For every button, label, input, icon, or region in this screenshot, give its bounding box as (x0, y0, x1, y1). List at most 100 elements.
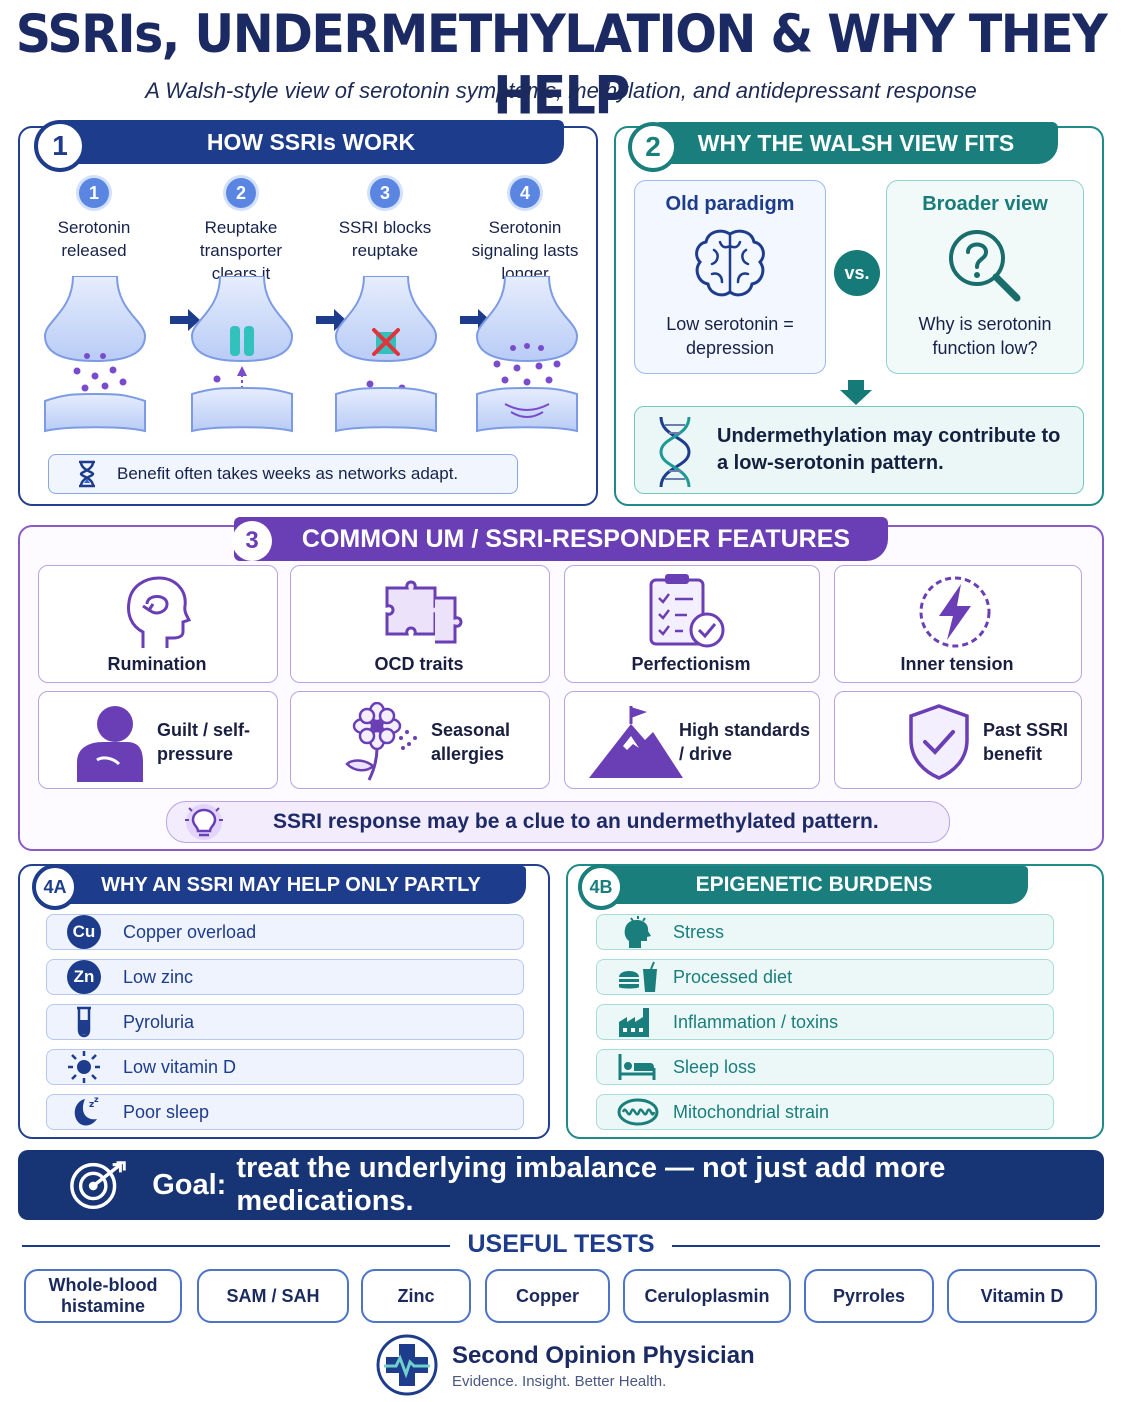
logo-cross-icon (376, 1334, 438, 1396)
list-item-poor-sleep: z z Poor sleep (46, 1094, 524, 1130)
synapse-4-icon (475, 276, 579, 433)
panel3-number: 3 (232, 521, 272, 561)
panel4b-number: 4B (578, 864, 624, 910)
brain-icon (695, 229, 765, 297)
flower-pollen-icon (345, 702, 417, 781)
test-pill-ceruloplasmin: Ceruloplasmin (623, 1269, 791, 1323)
copper-icon: Cu (67, 915, 101, 949)
panel3-note-text: SSRI response may be a clue to an underm… (273, 810, 879, 833)
list-item-label: Sleep loss (673, 1056, 757, 1077)
panel2-banner: WHY THE WALSH VIEW FITS (654, 122, 1058, 164)
synapse-3-icon (334, 276, 438, 433)
feature-label: Inner tension (900, 654, 1014, 674)
arrow-right-icon (316, 309, 346, 331)
panel-walsh-view: WHY THE WALSH VIEW FITS 2 Old paradigm L… (614, 122, 1104, 506)
test-pill-histamine: Whole-blood histamine (24, 1269, 182, 1323)
panel4a-number: 4A (32, 864, 78, 910)
lightbulb-icon (185, 804, 223, 840)
feature-label: OCD traits (374, 654, 464, 674)
conclusion-card: Undermethylation may contribute to a low… (634, 406, 1084, 494)
arrow-right-icon (170, 309, 200, 331)
panel2-number: 2 (628, 122, 678, 172)
old-paradigm-heading: Old paradigm (665, 193, 795, 215)
lightning-circle-icon (919, 576, 991, 648)
broader-view-card: Broader view Why is serotonin function l… (886, 180, 1084, 374)
brand-name: Second Opinion Physician (452, 1342, 755, 1369)
step-label-2: Reuptake transporter clears it (199, 218, 283, 283)
list-item-label: Poor sleep (123, 1101, 210, 1122)
goal-lead: Goal: (152, 1168, 227, 1201)
target-icon (70, 1161, 126, 1210)
list-item-copper: Cu Copper overload (46, 914, 524, 950)
step-number-2: 2 (226, 178, 256, 208)
feature-past-ssri-benefit: Past SSRI benefit (834, 691, 1082, 789)
burger-drink-icon (619, 961, 657, 992)
clipboard-check-icon (649, 574, 725, 648)
mitochondria-icon (617, 1098, 659, 1126)
list-item-label: Low zinc (123, 966, 194, 987)
step-label-4: Serotonin signaling lasts longer (471, 218, 579, 283)
dna-icon (659, 416, 691, 488)
list-item-mitochondrial: Mitochondrial strain (596, 1094, 1054, 1130)
feature-label: Guilt / self-pressure (157, 720, 251, 764)
divider-left (22, 1245, 450, 1247)
feature-label: Rumination (107, 654, 207, 674)
arrow-down-icon (840, 380, 872, 405)
panel3-title: COMMON UM / SSRI-RESPONDER FEATURES (301, 524, 851, 553)
mountain-flag-icon (589, 706, 683, 778)
feature-guilt: Guilt / self-pressure (38, 691, 278, 789)
feature-label: Seasonal allergies (431, 720, 511, 764)
step-label-1: Serotonin released (57, 218, 131, 260)
list-item-label: Inflammation / toxins (673, 1011, 839, 1032)
vs-badge: vs. (834, 250, 880, 296)
list-item-processed-diet: Processed diet (596, 959, 1054, 995)
hourglass-icon (79, 460, 95, 488)
panel-how-ssris-work: HOW SSRIs WORK 1 1 Serotonin released 2 … (18, 120, 598, 506)
conclusion-text: Undermethylation may contribute to a low… (717, 425, 1061, 474)
moon-sleep-icon: z z (74, 1095, 99, 1126)
test-tube-icon (77, 1006, 91, 1038)
svg-text:z: z (94, 1095, 99, 1104)
panel1-note: Benefit often takes weeks as networks ad… (48, 454, 518, 494)
panel3-banner: COMMON UM / SSRI-RESPONDER FEATURES (234, 517, 888, 561)
svg-text:z: z (89, 1100, 94, 1110)
feature-high-standards: High standards / drive (564, 691, 820, 789)
feature-label: Past SSRI benefit (983, 720, 1069, 764)
panel2-title: WHY THE WALSH VIEW FITS (697, 129, 1015, 156)
test-pill-pyrroles: Pyrroles (804, 1269, 934, 1323)
head-loop-icon (127, 576, 191, 648)
list-item-label: Pyroluria (123, 1011, 195, 1032)
list-item-stress: Stress (596, 914, 1054, 950)
page-subtitle: A Walsh-style view of serotonin symptoms… (145, 78, 977, 103)
tests-heading: USEFUL TESTS (467, 1230, 655, 1258)
panel1-note-text: Benefit often takes weeks as networks ad… (117, 464, 459, 483)
goal-banner: Goal: treat the underlying imbalance — n… (18, 1150, 1104, 1220)
broader-view-heading: Broader view (922, 193, 1048, 215)
step-label-3: SSRI blocks reuptake (338, 218, 432, 260)
list-item-label: Low vitamin D (123, 1056, 237, 1077)
person-hand-heart-icon (77, 706, 143, 782)
list-item-vitamin-d: Low vitamin D (46, 1049, 524, 1085)
step-number-3: 3 (370, 178, 400, 208)
list-item-zinc: Zn Low zinc (46, 959, 524, 995)
feature-ocd-traits: OCD traits (290, 565, 550, 683)
list-item-pyroluria: Pyroluria (46, 1004, 524, 1040)
panel1-title: HOW SSRIs WORK (206, 128, 416, 155)
brand-tagline: Evidence. Insight. Better Health. (452, 1373, 667, 1390)
page-title: SSRIs, UNDERMETHYLATION & WHY THEY HELP (15, 3, 1108, 127)
goal-text: treat the underlying imbalance — not jus… (236, 1152, 946, 1217)
list-item-label: Stress (673, 921, 725, 942)
feature-perfectionism: Perfectionism (564, 565, 820, 683)
step-number-1: 1 (79, 178, 109, 208)
stressed-head-icon (624, 916, 651, 948)
panel-partial-help: WHY AN SSRI MAY HELP ONLY PARTLY 4A Cu C… (18, 864, 550, 1139)
sun-icon (68, 1051, 100, 1083)
panel1-banner: HOW SSRIs WORK (58, 120, 564, 164)
list-item-label: Mitochondrial strain (673, 1101, 830, 1122)
panel4a-title: WHY AN SSRI MAY HELP ONLY PARTLY (101, 873, 481, 896)
panel-um-features: COMMON UM / SSRI-RESPONDER FEATURES 3 Ru… (18, 517, 1104, 851)
panel-epigenetic-burdens: EPIGENETIC BURDENS 4B Stress Processed d… (566, 864, 1104, 1139)
factory-icon (619, 1008, 649, 1037)
old-paradigm-card: Old paradigm Low serotonin = depression (634, 180, 826, 374)
panel4b-banner: EPIGENETIC BURDENS (600, 866, 1028, 904)
